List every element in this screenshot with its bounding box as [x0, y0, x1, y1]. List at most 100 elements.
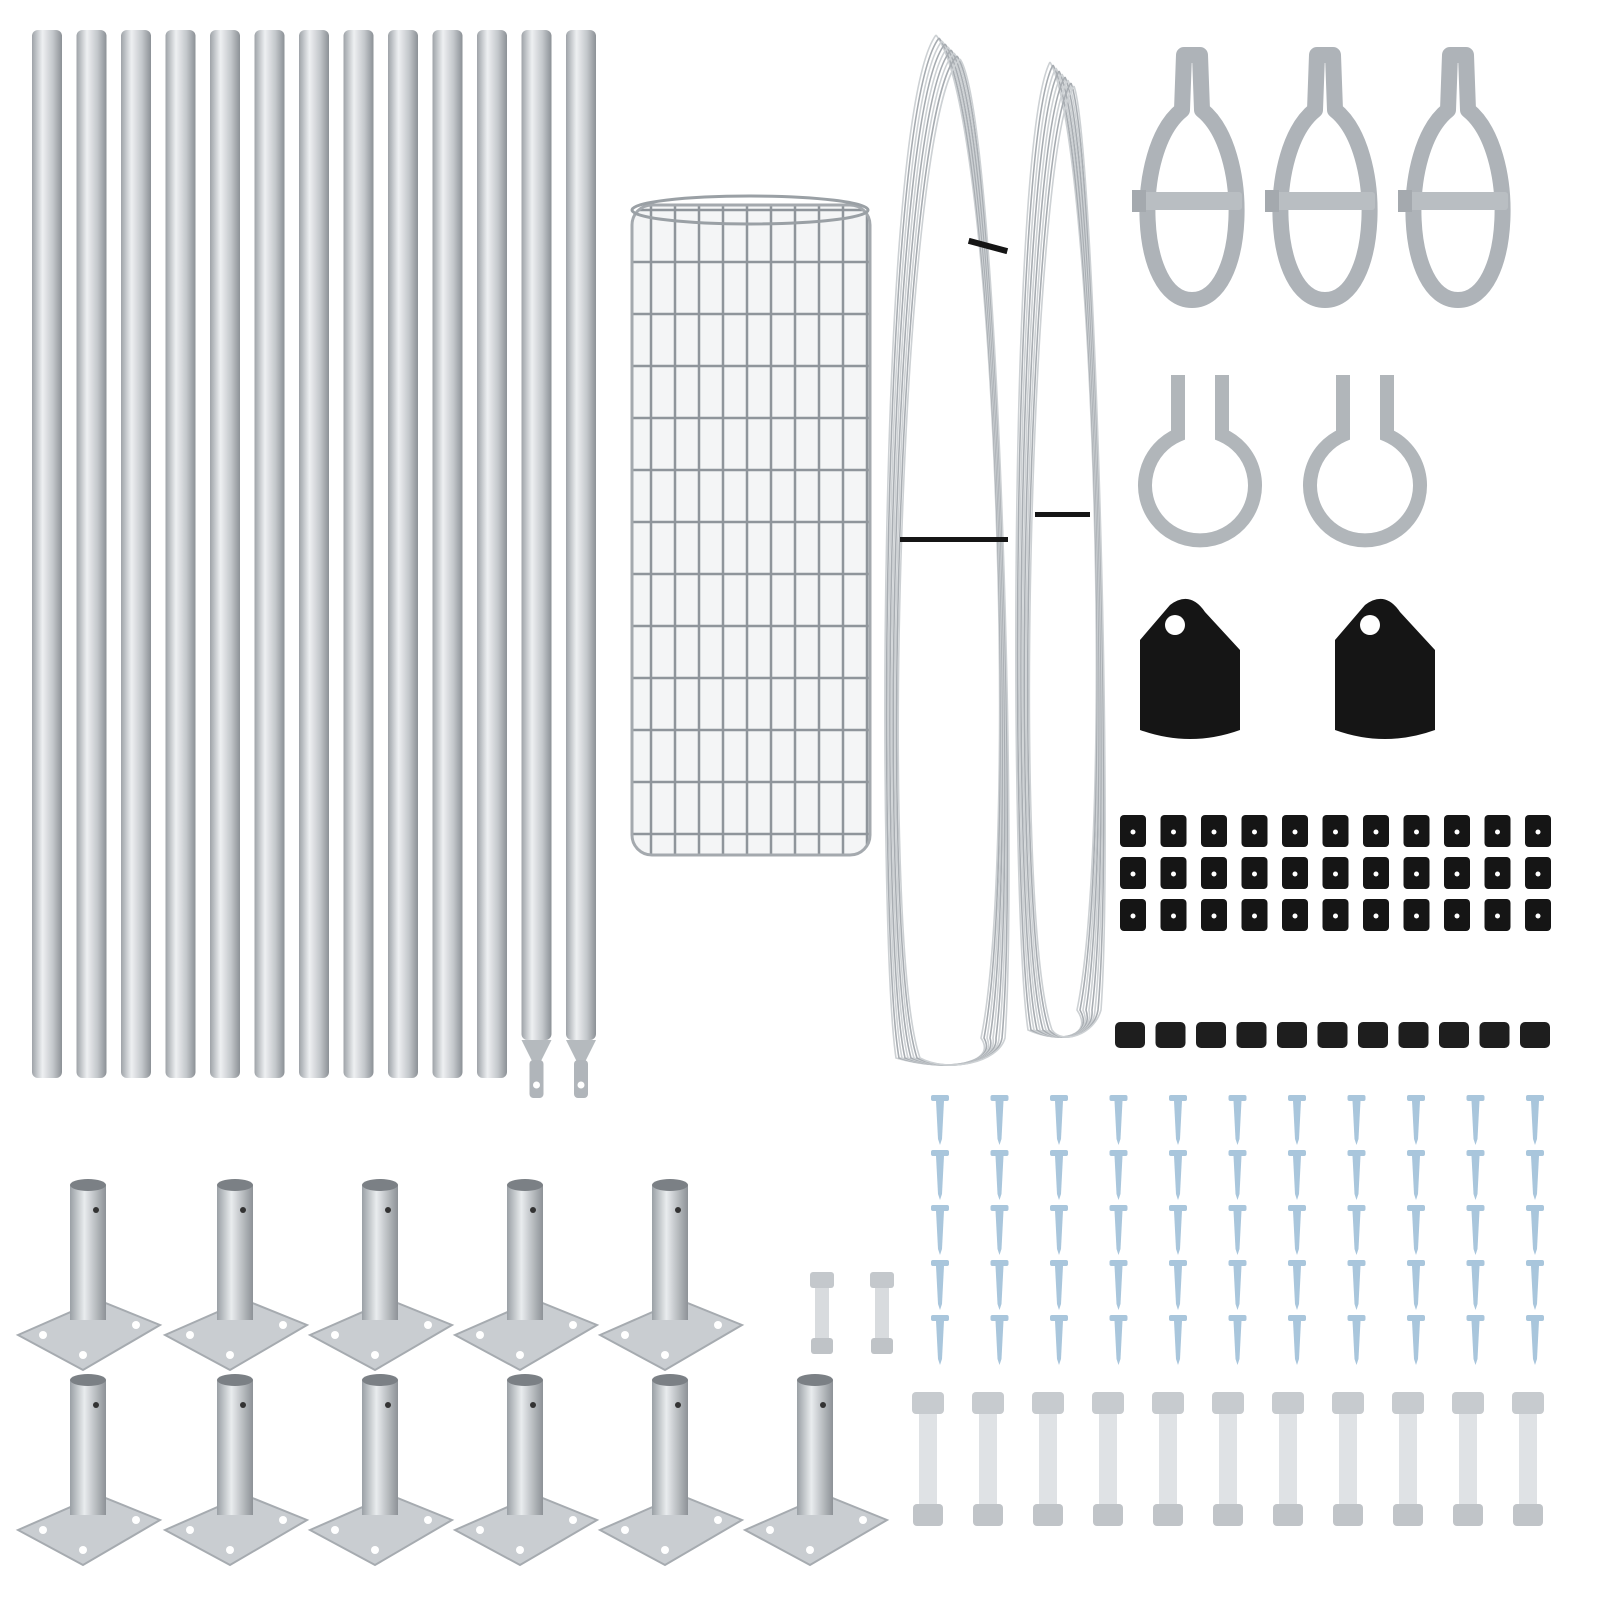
fence-pole	[521, 30, 552, 1098]
tension-band	[1398, 47, 1511, 308]
screw	[1347, 1205, 1366, 1255]
screw	[1109, 1260, 1128, 1310]
screw	[1109, 1095, 1128, 1145]
rail-end-clip	[1444, 857, 1470, 889]
post-base-plate	[452, 1374, 600, 1567]
rail-end-clip	[1363, 899, 1389, 931]
rail-end-clip	[1403, 899, 1430, 931]
black-spacer	[1439, 1022, 1469, 1048]
screw	[1466, 1315, 1485, 1365]
post-base-plate	[15, 1374, 163, 1567]
fence-pole	[477, 30, 507, 1078]
rail-end-clip	[1322, 815, 1349, 847]
rail-end-clip	[1322, 899, 1349, 931]
fence-pole	[32, 30, 62, 1078]
rail-end-clip	[1282, 815, 1308, 847]
screw	[1109, 1315, 1128, 1365]
fence-pole	[121, 30, 151, 1078]
brace-band	[1303, 375, 1427, 548]
screw	[1288, 1095, 1306, 1145]
screw	[1169, 1205, 1187, 1255]
screw	[931, 1150, 949, 1200]
screw	[1050, 1095, 1068, 1145]
screw	[1288, 1315, 1306, 1365]
fence-pole	[76, 30, 107, 1078]
rail-end-clip	[1160, 857, 1187, 889]
fence-pole	[432, 30, 463, 1078]
hex-bolt	[1512, 1392, 1544, 1526]
post-base-plate	[162, 1179, 310, 1372]
rail-end-clip	[1160, 815, 1187, 847]
screw	[1109, 1150, 1128, 1200]
fence-pole	[299, 30, 329, 1078]
post-base-plate	[15, 1179, 163, 1372]
fence-pole	[254, 30, 285, 1078]
rail-end-clip	[1322, 857, 1349, 889]
rail-end-clip	[1444, 899, 1470, 931]
screw	[1228, 1260, 1247, 1310]
screw	[931, 1315, 949, 1365]
rail-end-clip	[1444, 815, 1470, 847]
screw	[1228, 1095, 1247, 1145]
small-carriage-bolt	[870, 1272, 894, 1354]
hex-bolt	[1092, 1392, 1124, 1526]
hex-bolt	[1272, 1392, 1304, 1526]
tension-band	[1265, 47, 1378, 308]
black-spacer	[1317, 1022, 1348, 1048]
screw	[1407, 1205, 1425, 1255]
screw	[1526, 1260, 1544, 1310]
hex-bolt	[1212, 1392, 1244, 1526]
fence-pole	[388, 30, 418, 1078]
screw	[1228, 1315, 1247, 1365]
screw	[990, 1095, 1009, 1145]
rail-end-clip	[1241, 815, 1268, 847]
screw	[1288, 1150, 1306, 1200]
rail-end-clip	[1241, 857, 1268, 889]
fence-pole	[343, 30, 374, 1078]
rail-end-clip	[1363, 857, 1389, 889]
screw	[1050, 1205, 1068, 1255]
fence-pole	[165, 30, 196, 1078]
rail-end-clip	[1120, 857, 1146, 889]
post-base-plate	[597, 1374, 745, 1567]
small-carriage-bolt	[810, 1272, 834, 1354]
black-spacer	[1358, 1022, 1388, 1048]
black-spacer	[1115, 1022, 1145, 1048]
hex-bolt	[1332, 1392, 1364, 1526]
rail-end-clip	[1525, 899, 1551, 931]
black-spacer	[1236, 1022, 1267, 1048]
screw	[931, 1095, 949, 1145]
screw	[990, 1315, 1009, 1365]
tension-band	[1132, 47, 1245, 308]
screw	[1347, 1260, 1366, 1310]
fence-pole	[566, 30, 596, 1098]
screw	[931, 1260, 949, 1310]
screw	[1050, 1150, 1068, 1200]
post-cap	[1335, 598, 1435, 739]
tension-wire-coil	[884, 34, 1010, 1066]
screw	[990, 1260, 1009, 1310]
rail-end-clip	[1484, 815, 1511, 847]
rail-end-clip	[1160, 899, 1187, 931]
hex-bolt	[1152, 1392, 1184, 1526]
screw	[1466, 1205, 1485, 1255]
screw	[1466, 1150, 1485, 1200]
hex-bolt	[1392, 1392, 1424, 1526]
screw	[1407, 1095, 1425, 1145]
rail-end-clip	[1403, 815, 1430, 847]
screw	[1526, 1205, 1544, 1255]
rail-end-clip	[1525, 857, 1551, 889]
rail-end-clip	[1282, 899, 1308, 931]
screw	[1228, 1150, 1247, 1200]
post-base-plate	[307, 1179, 455, 1372]
cable-tie	[900, 537, 1008, 542]
screw	[1288, 1205, 1306, 1255]
screw	[1347, 1095, 1366, 1145]
black-spacer	[1520, 1022, 1550, 1048]
hex-bolt	[1452, 1392, 1484, 1526]
rail-end-clip	[1525, 815, 1551, 847]
hex-bolt	[972, 1392, 1004, 1526]
screw	[931, 1205, 949, 1255]
